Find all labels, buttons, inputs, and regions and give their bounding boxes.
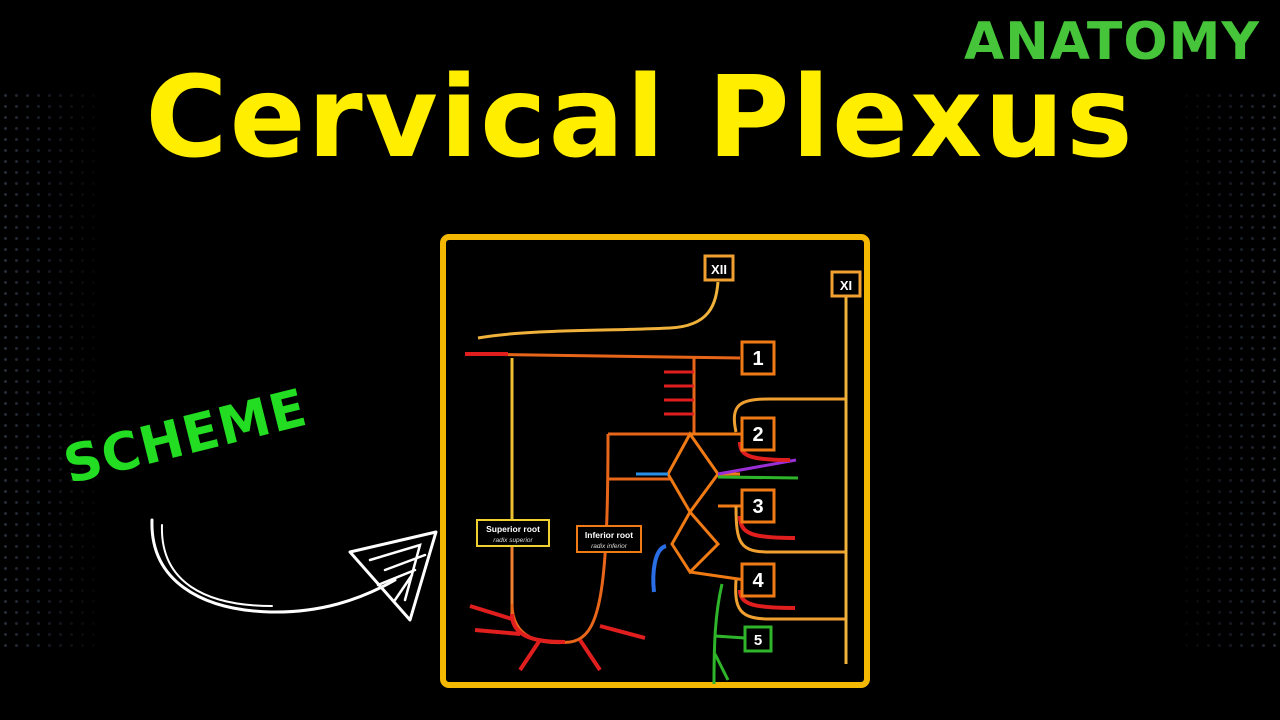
plexus-scheme-svg: XII XI 1 2 3 4 5 Superior root radix sup… [440, 234, 870, 688]
inferior-root-title: Inferior root [585, 530, 633, 540]
inferior-root-latin: radix inferior [591, 543, 628, 550]
spinal-nerve-5: 5 [754, 632, 762, 649]
background-dot-pattern-right [1170, 90, 1280, 650]
spinal-nerve-1: 1 [752, 348, 763, 370]
superior-root-box [476, 519, 550, 547]
spinal-nerve-box-2 [740, 416, 776, 452]
blue-descending-branch [651, 544, 667, 593]
spinal-nerve-box-3 [740, 488, 776, 524]
spinal-nerve-2: 2 [752, 424, 763, 446]
purple-branch [717, 458, 797, 476]
category-tag: ANATOMY [963, 12, 1260, 72]
phrenic-nerve-line [712, 583, 724, 685]
accessory-box [830, 270, 862, 298]
superior-root-title: Superior root [486, 524, 540, 534]
spinal-nerve-4: 4 [752, 570, 764, 592]
infrahyoid-branches [469, 604, 646, 672]
c1-branch-line [464, 352, 741, 360]
spinal-nerve-3: 3 [752, 496, 763, 518]
hypoglossal-label: XII [711, 262, 727, 277]
accessory-label: XI [840, 278, 852, 293]
hypoglossal-box [703, 254, 735, 282]
spinal-nerve-box-5 [743, 625, 773, 653]
c1-small-branches [664, 370, 694, 416]
spinal-nerve-box-1 [740, 340, 776, 376]
superior-root-latin: radix superior [493, 537, 533, 544]
spinal-nerve-box-4 [740, 562, 776, 598]
green-branch-upper [717, 475, 799, 480]
background-dot-pattern-left [0, 90, 110, 650]
hypoglossal-nerve-line [477, 281, 720, 340]
plexus-diagram: XII XI 1 2 3 4 5 Superior root radix sup… [440, 234, 870, 688]
inferior-root-box [576, 525, 642, 553]
page-title: Cervical Plexus [145, 53, 1135, 183]
